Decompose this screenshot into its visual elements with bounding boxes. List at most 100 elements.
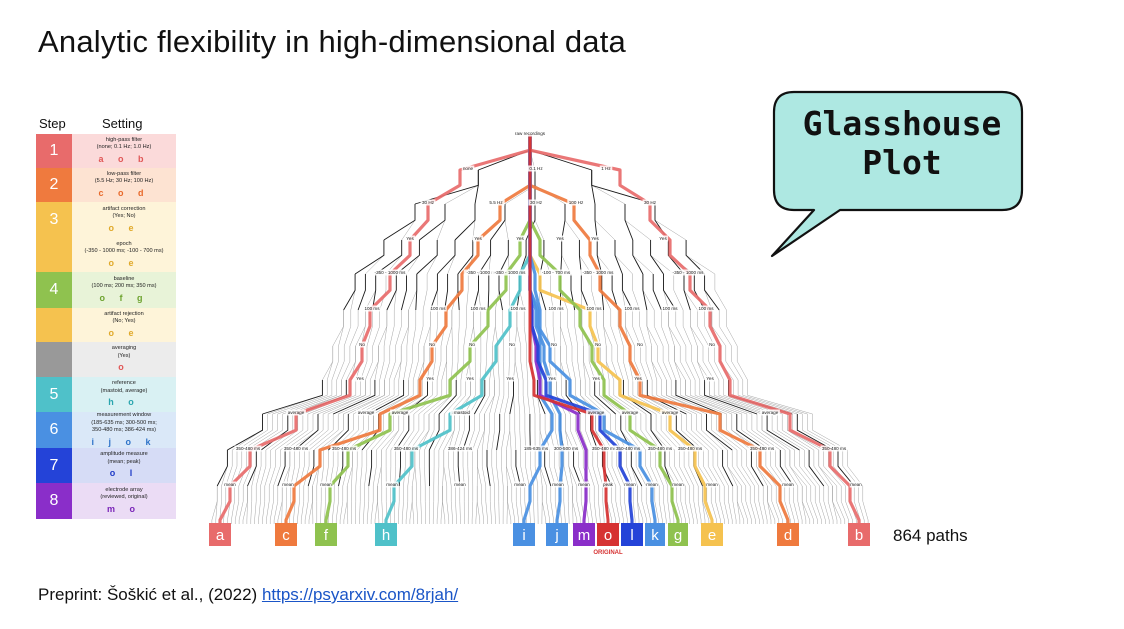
tree-node-label-bg (661, 305, 679, 312)
tree-branch (807, 414, 843, 451)
leaf-label-e: e (708, 527, 716, 544)
tree-branch (519, 414, 521, 451)
leaf-box-e (701, 523, 723, 546)
tree-branch (737, 380, 803, 415)
preprint-link[interactable]: https://psyarxiv.com/8rjah/ (261, 585, 459, 604)
tree-branch (474, 380, 486, 415)
tree-branch (420, 486, 422, 521)
tree-branch (360, 346, 368, 381)
tree-branch (714, 274, 727, 311)
setting-line: 350-480 ms; 386-424 ms) (91, 427, 157, 434)
tree-branch (374, 346, 379, 381)
tree-branch (457, 240, 474, 275)
tree-branch (398, 346, 402, 381)
tree-branch (561, 204, 566, 241)
tree-branch (611, 486, 616, 521)
speech-bubble-text: Glasshouse Plot (786, 104, 1018, 183)
setting-codes: h o (108, 397, 140, 408)
tree-branch (225, 450, 233, 487)
leaf-box-m (573, 523, 595, 546)
tree-branch (676, 486, 682, 521)
tree-branch (467, 450, 469, 487)
tree-branch (457, 450, 461, 487)
tree-branch (810, 486, 818, 521)
tree-branch (515, 486, 519, 521)
tree-branch (679, 346, 691, 381)
tree-branch (290, 450, 295, 487)
tree-branch (361, 310, 366, 347)
tree-branch (481, 450, 487, 487)
tree-branch (459, 486, 461, 521)
tree-branch (422, 274, 428, 311)
tree-branch (359, 450, 363, 487)
tree-branch (262, 486, 266, 521)
tree-node-label-bg (392, 445, 420, 452)
tree-branch (366, 310, 373, 347)
tree-branch (858, 486, 865, 521)
tree-branch (370, 486, 374, 521)
tree-branch (246, 486, 248, 521)
tree-branch (832, 450, 850, 487)
tree-node-label-bg (547, 305, 565, 312)
tree-branch (372, 450, 377, 487)
tree-node-label-bg (546, 375, 558, 382)
tree-node-label: 350-480 ms (236, 446, 261, 451)
tree-node-label-bg (645, 481, 659, 488)
tree-node-label-bg (620, 409, 640, 416)
tree-branch (823, 450, 842, 487)
tree-branch (405, 486, 409, 521)
tree-branch (466, 274, 469, 311)
tree-branch (275, 414, 304, 451)
tree-branch (623, 346, 629, 381)
tree-node-label-bg (590, 375, 602, 382)
tree-branch (653, 310, 664, 347)
tree-branch (654, 486, 659, 521)
tree-branch (383, 310, 388, 347)
tree-branch (602, 486, 605, 521)
tree-branch (401, 486, 404, 521)
tree-branch (617, 310, 624, 347)
tree-branch (255, 450, 262, 487)
setting-line: epoch (116, 240, 132, 247)
tree-node-label: average (588, 410, 605, 415)
tree-branch (377, 486, 380, 521)
tree-branch (408, 346, 413, 381)
leaf-box-o (597, 523, 619, 546)
tree-node-label-bg (511, 130, 549, 137)
original-label: ORIGINAL (593, 550, 623, 554)
tree-branch (712, 450, 725, 487)
tree-node-label: mean (578, 482, 590, 487)
tree-node-label: average (662, 410, 679, 415)
tree-branch (514, 310, 518, 347)
tree-branch (549, 450, 556, 487)
tree-branch (486, 414, 490, 451)
tree-branch (494, 486, 496, 521)
tree-node-label-bg (363, 305, 381, 312)
tree-branch (635, 414, 651, 451)
tree-branch (437, 240, 456, 275)
tree-branch (599, 380, 626, 415)
tree-branch (280, 414, 309, 451)
tree-branch (479, 346, 482, 381)
tree-branch (589, 380, 611, 415)
tree-node-label: -350 - 1000 ms (495, 270, 527, 275)
tree-node-label-bg (636, 341, 644, 348)
tree-branch (495, 310, 499, 347)
tree-node-label: average (762, 410, 779, 415)
tree-branch (403, 346, 408, 381)
tree-branch (260, 414, 289, 451)
tree-branch (650, 450, 660, 487)
tree-node-label-bg (538, 269, 574, 276)
tree-branch (523, 310, 527, 347)
leaf-box-f (315, 523, 337, 546)
tree-branch (642, 274, 655, 311)
tree-node-label-bg (286, 409, 306, 416)
tree-branch (685, 346, 696, 381)
tree-branch (323, 414, 344, 451)
tree-node-label-bg (704, 375, 716, 382)
tree-node-label: 300-500 ms (554, 446, 579, 451)
tree-branch (670, 380, 717, 415)
tree-branch (498, 274, 503, 311)
